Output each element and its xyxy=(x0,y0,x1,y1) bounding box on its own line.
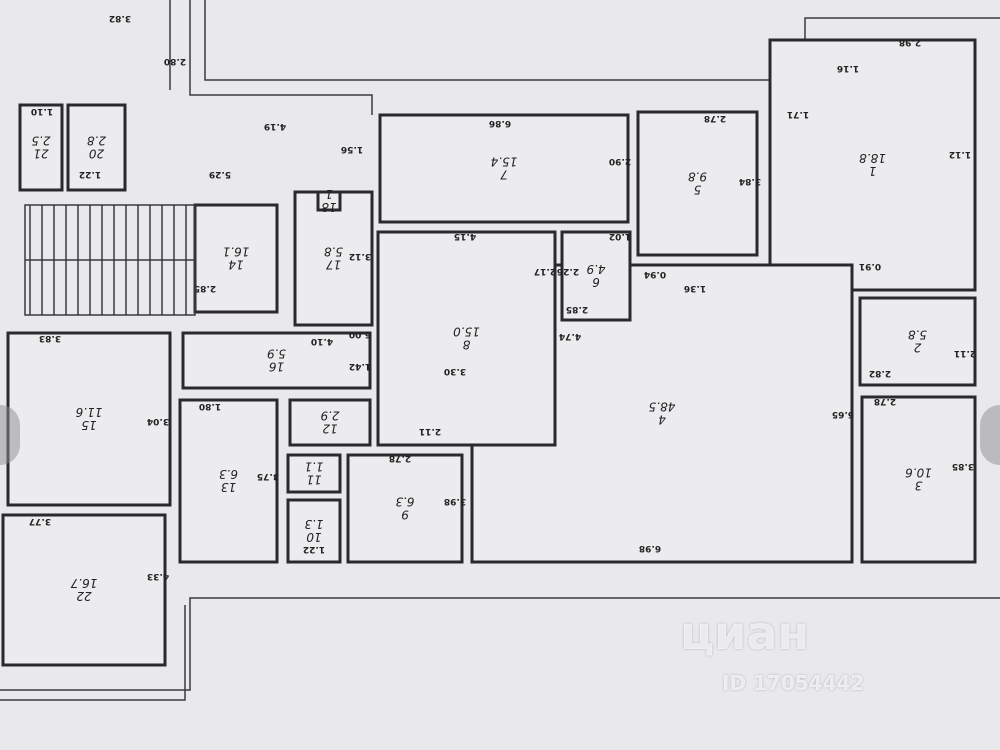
room-label: 101.3 xyxy=(304,517,323,544)
room-8 xyxy=(376,230,557,447)
dimension-label: 4.74 xyxy=(559,331,581,341)
dimension-label: 1.42 xyxy=(349,361,371,371)
room-6 xyxy=(560,230,632,322)
room-16 xyxy=(181,331,372,390)
room-label: 310.6 xyxy=(905,466,932,493)
room-1 xyxy=(768,38,977,292)
room-2 xyxy=(858,296,977,387)
dimension-label: 1.71 xyxy=(787,109,809,119)
dimension-label: 1.22 xyxy=(79,169,101,179)
dimension-label: 1.22 xyxy=(303,544,325,554)
dimension-label: 6.86 xyxy=(489,118,511,128)
room-label: 2216.7 xyxy=(70,576,97,603)
watermark-brand: циан xyxy=(680,606,810,660)
room-11 xyxy=(286,453,342,494)
dimension-label: 5.29 xyxy=(209,169,231,179)
dimension-label: 2.17 xyxy=(534,266,556,276)
dimension-label: 0.91 xyxy=(859,261,881,271)
room-22 xyxy=(1,513,167,667)
room-label: 815.0 xyxy=(453,325,480,352)
room-label: 111.1 xyxy=(304,460,323,487)
dimension-label: 6.65 xyxy=(832,409,854,419)
room-label: 715.4 xyxy=(491,155,518,182)
room-label: 118.8 xyxy=(859,151,886,178)
room-label: 136.3 xyxy=(219,467,238,494)
room-label: 1416.1 xyxy=(223,245,250,272)
prev-image-button[interactable] xyxy=(0,405,20,465)
room-10 xyxy=(286,498,342,564)
dimension-label: 1.02 xyxy=(609,231,631,241)
dimension-label: 3.85 xyxy=(952,461,974,471)
room-label: 96.3 xyxy=(395,495,414,522)
room-21 xyxy=(18,103,64,192)
dimension-label: 3.75 xyxy=(257,471,279,481)
dimension-label: 2.90 xyxy=(609,156,631,166)
room-label: 448.5 xyxy=(649,400,676,427)
room-17 xyxy=(293,190,374,327)
dimension-label: 2.98 xyxy=(899,37,921,47)
dimension-label: 4.10 xyxy=(311,336,333,346)
room-7 xyxy=(378,113,630,224)
room-9 xyxy=(346,453,464,564)
dimension-label: 2.78 xyxy=(704,113,726,123)
dimension-label: 4.15 xyxy=(454,231,476,241)
dimension-label: 2.78 xyxy=(874,396,896,406)
dimension-label: 1.56 xyxy=(341,144,363,154)
dimension-label: 2.78 xyxy=(389,453,411,463)
dimension-label: 4.33 xyxy=(147,571,169,581)
dimension-label: 3.84 xyxy=(739,176,761,186)
dimension-label: 1.10 xyxy=(31,106,53,116)
staircase xyxy=(24,204,196,316)
dimension-label: 2.85 xyxy=(194,283,216,293)
dimension-label: 6.00 xyxy=(349,329,371,339)
dimension-label: 1.80 xyxy=(199,401,221,411)
dimension-label: 3.30 xyxy=(444,366,466,376)
room-label: 64.9 xyxy=(586,262,605,289)
dimension-label: 6.98 xyxy=(639,543,661,553)
room-12 xyxy=(288,398,372,447)
dimension-label: 3.04 xyxy=(147,416,169,426)
dimension-label: 2.26 xyxy=(557,266,579,276)
watermark-id: ID 17054442 xyxy=(722,671,865,695)
dimension-label: 2.11 xyxy=(954,348,976,358)
dimension-label: 3.12 xyxy=(349,251,371,261)
dimension-label: 1.12 xyxy=(949,149,971,159)
dimension-label: 1.16 xyxy=(837,63,859,73)
dimension-label: 3.98 xyxy=(444,496,466,506)
room-15 xyxy=(6,331,172,507)
room-label: 122.9 xyxy=(320,409,339,436)
room-label: 181 xyxy=(321,187,337,214)
dimension-label: 0.94 xyxy=(644,269,666,279)
dimension-label: 4.19 xyxy=(264,121,286,131)
room-13 xyxy=(178,398,279,564)
dimension-label: 3.83 xyxy=(39,333,61,343)
room-3 xyxy=(860,395,977,564)
room-label: 202.8 xyxy=(87,134,106,161)
room-18 xyxy=(316,190,342,212)
dimension-label: 2.82 xyxy=(869,368,891,378)
dimension-label: 2.85 xyxy=(566,304,588,314)
room-20 xyxy=(66,103,127,192)
dimension-label: 2.80 xyxy=(164,56,186,66)
room-5 xyxy=(636,110,759,257)
room-label: 1511.6 xyxy=(75,405,102,432)
next-image-button[interactable] xyxy=(980,405,1000,465)
room-label: 212.5 xyxy=(31,134,50,161)
room-label: 59.8 xyxy=(688,170,707,197)
room-label: 175.8 xyxy=(324,245,343,272)
dimension-label: 2.11 xyxy=(419,426,441,436)
room-label: 165.9 xyxy=(267,347,286,374)
room-label: 25.8 xyxy=(908,328,927,355)
dimension-label: 1.36 xyxy=(684,283,706,293)
dimension-label: 3.77 xyxy=(29,516,51,526)
dimension-label: 3.82 xyxy=(109,13,131,23)
